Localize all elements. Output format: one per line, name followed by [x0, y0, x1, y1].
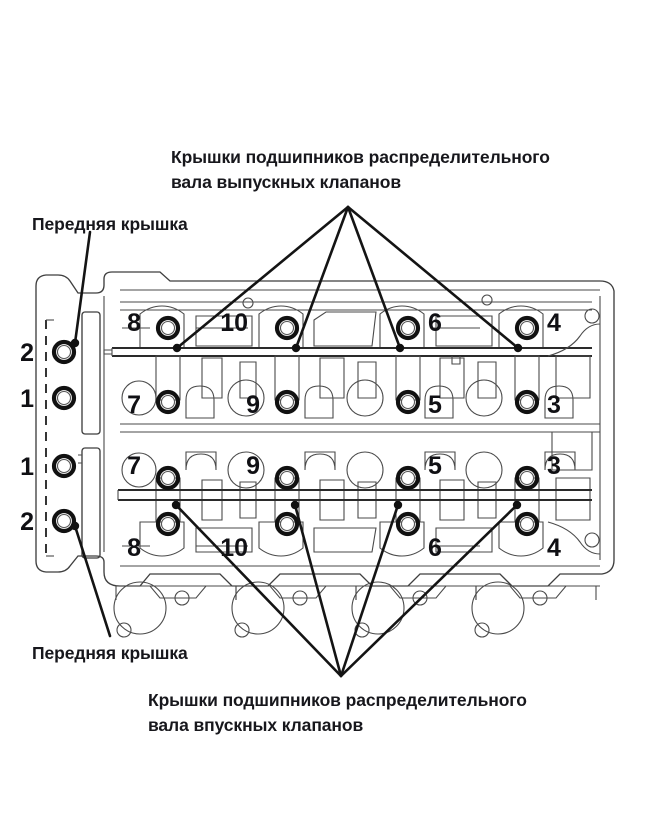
exhaust-leader-0: [175, 205, 350, 350]
exhaust-leader-2: [346, 205, 402, 350]
bolt-6-b6b[interactable]: [395, 511, 421, 537]
bolt-3-b3b[interactable]: [514, 465, 540, 491]
bolt-number-b6t: 6: [428, 309, 442, 337]
bolt-number-fc1b: 1: [20, 453, 34, 481]
bolt-2-fc2t[interactable]: [51, 339, 77, 365]
bolt-10-b10b[interactable]: [274, 511, 300, 537]
bolt-number-b3b: 3: [547, 452, 561, 480]
exhaust-camshaft-bearing-caps-label: Крышки подшипников распределительного ва…: [171, 147, 550, 192]
bolt-number-b3t: 3: [547, 391, 561, 419]
front-cover-label-top: Передняя крышка: [32, 214, 188, 234]
bolt-number-b6b: 6: [428, 534, 442, 562]
intake-leader-0: [174, 503, 343, 678]
intake-leader-0-dot: [171, 500, 181, 510]
intake-leader-2: [339, 503, 400, 678]
intake-camshaft-assembly: [117, 451, 592, 557]
cylinder-head-outline: [35, 271, 615, 587]
front-cover-leader-top: [73, 230, 92, 345]
bolt-number-b9b: 9: [246, 452, 260, 480]
bolt-number-b5t: 5: [428, 391, 442, 419]
head-mid-section: [120, 423, 600, 433]
bolt-number-b10b: 10: [220, 534, 248, 562]
front-cover-leader-bottom: [73, 524, 112, 638]
bolt-number-b4b: 4: [547, 534, 561, 562]
bolt-7-b7b[interactable]: [155, 465, 181, 491]
leader-line-layer: [70, 205, 523, 678]
bolt-1-fc1b[interactable]: [51, 453, 77, 479]
bolt-10-b10t[interactable]: [274, 315, 300, 341]
bolt-number-b4t: 4: [547, 309, 561, 337]
front-cover-strips: [78, 311, 101, 559]
exhaust-leader-2-dot: [395, 343, 405, 353]
intake-leader-1-dot: [290, 500, 300, 510]
exhaust-leader-0-dot: [172, 343, 182, 353]
exhaust-leader-3: [346, 205, 520, 350]
intake-leader-2-dot: [393, 500, 403, 510]
bolt-number-b5b: 5: [428, 452, 442, 480]
bolt-8-b8b[interactable]: [155, 511, 181, 537]
intake-leader-3-dot: [512, 500, 522, 510]
bolt-5-b5t[interactable]: [395, 389, 421, 415]
bolt-number-fc2b: 2: [20, 508, 34, 536]
bolt-number-b8b: 8: [127, 534, 141, 562]
intake-leader-3: [339, 503, 519, 678]
intake-camshaft-bearing-caps-label: Крышки подшипников распределительного ва…: [148, 690, 527, 735]
bolt-4-b4b[interactable]: [514, 511, 540, 537]
exhaust-leader-3-dot: [513, 343, 523, 353]
cylinder-bore-deck: [113, 581, 600, 638]
front-cover-leader-bottom-dot: [70, 521, 80, 531]
exhaust-camshaft-assembly: [103, 294, 592, 419]
exhaust-leader-1: [294, 205, 350, 350]
bolt-number-fc1t: 1: [20, 385, 34, 413]
bolt-4-b4t[interactable]: [514, 315, 540, 341]
bolt-number-b7t: 7: [127, 391, 141, 419]
bolt-number-fc2t: 2: [20, 339, 34, 367]
exhaust-leader-1-dot: [291, 343, 301, 353]
front-cover-leader-top-dot: [70, 338, 80, 348]
intake-leader-1: [293, 503, 343, 678]
bolt-number-b9t: 9: [246, 391, 260, 419]
bolt-8-b8t[interactable]: [155, 315, 181, 341]
bolt-1-fc1t[interactable]: [51, 385, 77, 411]
bolt-layer: 8 10 6 4 7 9 5 3 7 9 5 3 8 10 6 4 2 1 1 2: [20, 309, 561, 562]
bolt-9-b9b[interactable]: [274, 465, 300, 491]
bolt-number-b7b: 7: [127, 452, 141, 480]
bolt-9-b9t[interactable]: [274, 389, 300, 415]
front-cover-label-bottom: Передняя крышка: [32, 643, 188, 663]
bolt-5-b5b[interactable]: [395, 465, 421, 491]
bolt-7-b7t[interactable]: [155, 389, 181, 415]
bolt-3-b3t[interactable]: [514, 389, 540, 415]
bolt-number-b10t: 10: [220, 309, 248, 337]
bolt-2-fc2b[interactable]: [51, 508, 77, 534]
bolt-number-b8t: 8: [127, 309, 141, 337]
bolt-6-b6t[interactable]: [395, 315, 421, 341]
head-right-detail: [547, 308, 601, 555]
